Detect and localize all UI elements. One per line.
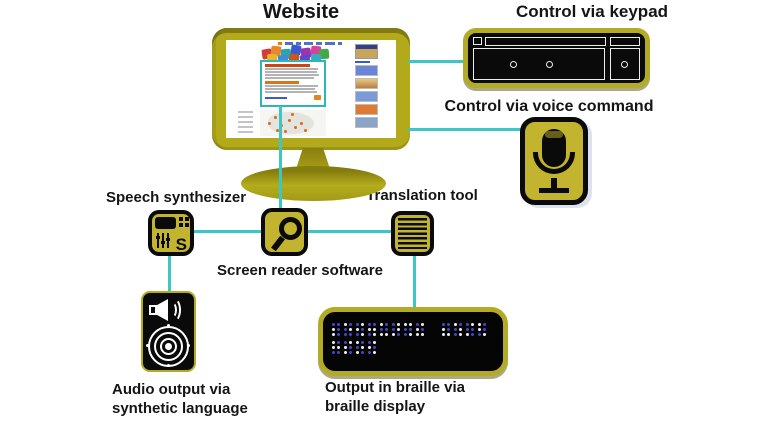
sidebar-banner [355,44,378,59]
microphone-icon [520,117,588,205]
audio-caption-line2: synthetic language [112,400,248,417]
keypad-bar [485,37,606,46]
braille-cell [478,323,486,336]
braille-caption-line2: braille display [325,398,426,415]
webpage-navbar [278,42,345,45]
woofer-center [165,343,172,350]
label-braille-output: Output in braille via braille display [325,378,465,416]
braille-cell [442,323,450,336]
woofer-ring [154,332,183,361]
magnifier-handle [271,235,285,252]
label-translation-tool: Translation tool [366,187,478,204]
braille-cell [404,323,412,336]
braille-display-icon [318,307,508,376]
braille-cell [356,323,364,336]
braille-cell [416,323,424,336]
sound-wave [167,298,181,322]
webpage-button [314,95,321,100]
braille-caption-line1: Output in braille via [325,379,466,396]
webpage-sidebar [355,44,378,130]
speaker-glyph [149,305,157,315]
braille-cell [344,341,352,354]
monitor-base [241,166,386,201]
sidebar-thumbnail [355,78,378,89]
braille-cell [356,341,364,354]
screen-reader-icon [261,208,308,256]
equalizer-slider [161,233,165,248]
sidebar-thumbnail [355,104,378,115]
magnifier-icon [279,217,302,240]
sidebar-thumbnail [355,65,378,76]
connector-monitor-keypad [408,60,465,63]
label-speech-synthesizer: Speech synthesizer [105,189,247,206]
label-control-via-keypad: Control via keypad [515,2,669,21]
keypad-touch-area [473,48,605,80]
braille-cell [380,323,388,336]
label-screen-reader-software: Screen reader software [217,262,383,279]
keypad-bar [610,37,640,46]
braille-cell [368,341,376,354]
webpage-subheading [265,81,299,84]
synth-buttons [179,217,191,229]
text-lines-glyph [398,218,427,249]
website-screenshot [226,40,396,138]
connector-speech-audio [168,254,171,293]
keypad-key [473,37,482,45]
woofer-ring [160,338,177,355]
speech-synthesizer-icon: S [148,210,194,256]
speaker-icon [141,291,196,372]
webpage-link-list [238,111,253,136]
braille-dots [332,323,504,359]
braille-cell [332,341,340,354]
sound-wave [168,302,177,318]
braille-cell [466,323,474,336]
keypad-icon [463,28,650,88]
label-control-via-voice-command: Control via voice command [444,98,654,115]
connector-translation-braille [413,254,416,309]
braille-cell [392,323,400,336]
label-audio-output: Audio output via synthetic language [112,380,248,418]
sidebar-thumbnail [355,117,378,128]
braille-cell [332,323,340,336]
webpage-highlight-box [260,60,326,107]
audio-caption-line1: Audio output via [112,381,231,398]
synth-display [155,217,176,229]
webpage-heading [265,64,310,67]
sidebar-thumbnail [355,91,378,102]
webpage-map-image [260,110,326,136]
connector-screen-reader-translation [306,230,393,233]
speech-icon-letter: S [175,235,187,254]
equalizer-slider [166,233,170,248]
monitor-icon [212,28,410,150]
equalizer-slider [156,233,160,248]
connector-monitor-screen-reader [279,106,282,210]
braille-cell [454,323,462,336]
website-title: Website [262,1,340,23]
connector-speech-screen-reader [192,230,263,233]
translation-tool-icon [391,211,434,256]
braille-cell [344,323,352,336]
keypad-side-area [610,48,640,80]
connector-monitor-microphone [408,128,522,131]
braille-cell [368,323,376,336]
